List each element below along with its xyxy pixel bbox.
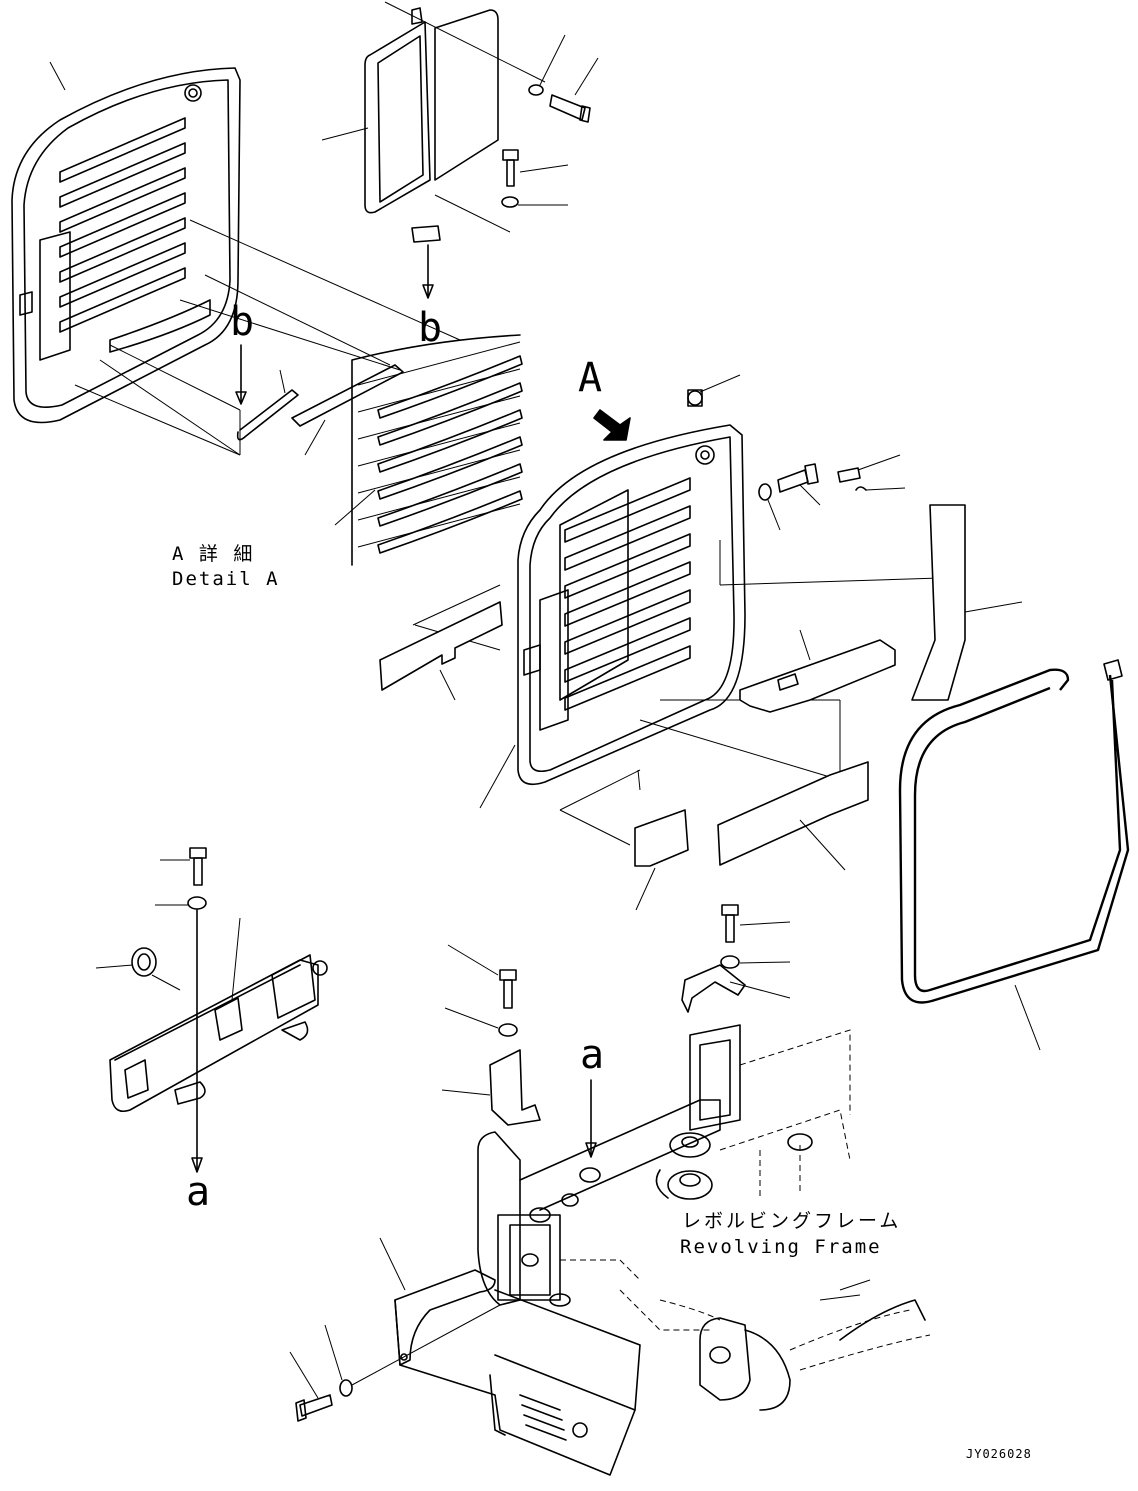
- ref-label-b-top: b: [418, 305, 443, 351]
- detail-a-title-jp: A 詳 細: [172, 543, 255, 565]
- brackets-and-bolts: [441, 904, 791, 1158]
- revolving-frame: [477, 1024, 931, 1411]
- foam-pads: [379, 504, 1023, 911]
- door-seal-ring: [898, 659, 1130, 1051]
- ref-label-a-frame: a: [580, 1032, 605, 1078]
- revolving-frame-label-en: Revolving Frame: [680, 1236, 882, 1258]
- main-door-louvers: [564, 477, 691, 711]
- detail-a-louvers: [59, 117, 186, 333]
- view-label-a: A: [578, 355, 603, 401]
- detail-a-title-en: Detail A: [172, 568, 280, 590]
- detail-a-leaders: [74, 219, 461, 456]
- revolving-frame-label-jp: レボルビングフレーム: [682, 1210, 902, 1232]
- detail-a-door-panel: [11, 61, 241, 424]
- ref-label-a-left: a: [186, 1169, 211, 1215]
- window-frame-assembly: [321, 1, 599, 299]
- seal-strips-set: [334, 334, 523, 566]
- main-door-panel: [412, 374, 941, 846]
- left-lower-cover: [95, 847, 328, 1173]
- detail-a-clip-and-strip: [235, 344, 404, 456]
- bottom-cover: [289, 1237, 641, 1476]
- drawing-code: JY026028: [966, 1447, 1032, 1461]
- ref-label-b-left: b: [230, 299, 255, 345]
